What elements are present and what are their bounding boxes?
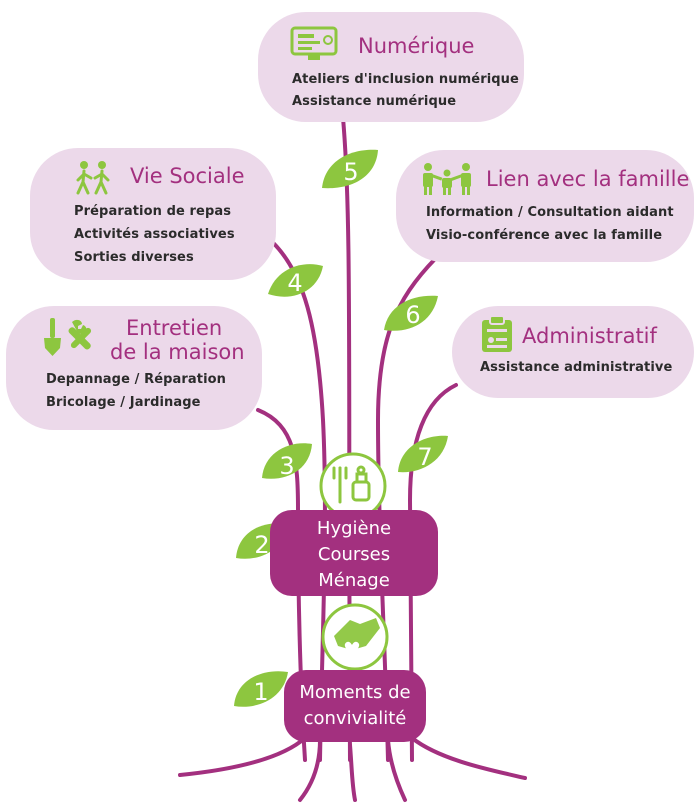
trunk-line: Ménage [318,570,390,591]
trunk-convivialite: Moments de convivialité [284,670,426,742]
node-title: Numérique [358,34,475,58]
cleaning-icon [319,452,387,520]
node-title: Entretien [126,316,223,340]
handshake-heart-icon [321,603,389,671]
tools-icon [44,318,92,356]
node-item: Information / Consultation aidant [426,205,674,220]
leaf-6 [384,295,438,331]
leaf-3 [262,443,312,479]
trunk-line: Hygiène [316,518,392,539]
leaf-7 [398,435,448,473]
leaf-number: 1 [253,678,268,706]
leaf-number: 4 [287,269,302,297]
node-item: Sorties diverses [74,250,194,265]
walking-people-icon [76,161,110,195]
node-item: Préparation de repas [74,204,232,219]
root [178,736,307,777]
node-title: Lien avec la famille [486,167,690,191]
leaf-1 [234,671,288,707]
node-item: Assistance numérique [292,94,457,109]
node-vie-sociale: Vie Sociale Préparation de repas Activit… [30,148,276,280]
node-item: Ateliers d'inclusion numérique [292,72,519,87]
trunk-line: Moments de [299,682,411,703]
leaf-number: 2 [254,531,269,559]
trunk-line: Courses [317,544,391,565]
leaf-4 [268,264,323,297]
trunk-line: convivialité [303,708,407,729]
node-title: Administratif [522,324,657,348]
node-administratif: Administratif Assistance administrative [452,306,694,398]
leaf-5 [322,149,378,189]
node-item: Visio-conférence avec la famille [426,228,663,243]
node-title: de la maison [110,340,245,364]
node-item: Activités associatives [74,227,235,242]
family-icon [423,163,471,195]
trunk-hygiene: Hygiène Courses Ménage [270,510,438,596]
root [298,738,322,802]
node-item: Assistance administrative [480,360,673,375]
root [348,743,357,802]
clipboard-icon [482,316,512,352]
root [410,736,527,780]
node-famille: Lien avec la famille Information / Consu… [396,150,694,262]
leaf-number: 3 [279,452,294,480]
node-numerique: Numérique Ateliers d'inclusion numérique… [258,12,524,122]
leaf-number: 7 [417,443,432,471]
root [386,738,407,802]
leaf-number: 6 [405,301,420,329]
node-item: Depannage / Réparation [46,372,227,387]
node-title: Vie Sociale [130,164,245,188]
monitor-icon [290,26,338,60]
leaf-number: 5 [343,158,358,186]
node-entretien: Entretien de la maison Depannage / Répar… [6,306,262,430]
node-item: Bricolage / Jardinage [46,395,201,410]
